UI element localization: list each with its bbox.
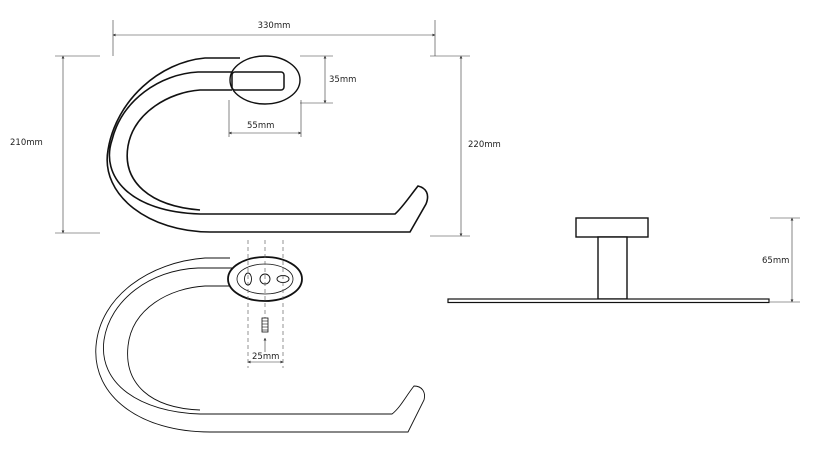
dimension-projection: 65mm — [762, 217, 800, 303]
flange-clip — [231, 71, 285, 91]
mounting-view-ring — [95, 240, 425, 433]
dimension-height-right: 220mm — [430, 55, 501, 237]
front-view-ring — [106, 55, 429, 233]
dimension-label-35: 35mm — [329, 75, 356, 85]
side-view — [447, 217, 770, 304]
dimension-label-220: 220mm — [468, 140, 501, 150]
side-post — [597, 236, 628, 300]
ring-inner-thin — [127, 285, 230, 411]
ring-inner-arc — [126, 89, 232, 211]
side-flange — [575, 217, 649, 238]
dimension-label-65: 65mm — [762, 256, 789, 266]
dimension-label-55: 55mm — [247, 121, 274, 131]
dimension-flange-width: 55mm — [228, 100, 302, 137]
dimension-overall-width: 330mm — [112, 20, 436, 56]
dimension-label-330: 330mm — [258, 21, 291, 31]
screw-icon — [261, 317, 269, 333]
dimension-screw-spacing: 25mm — [247, 352, 284, 364]
dimension-label-25: 25mm — [252, 352, 279, 362]
dimension-height-left: 210mm — [10, 55, 100, 234]
dimension-flange-height: 35mm — [300, 55, 356, 104]
dimension-label-210: 210mm — [10, 138, 43, 148]
side-bar — [447, 298, 770, 304]
ring-outline — [106, 57, 429, 233]
ring-outline-thin — [95, 257, 425, 433]
